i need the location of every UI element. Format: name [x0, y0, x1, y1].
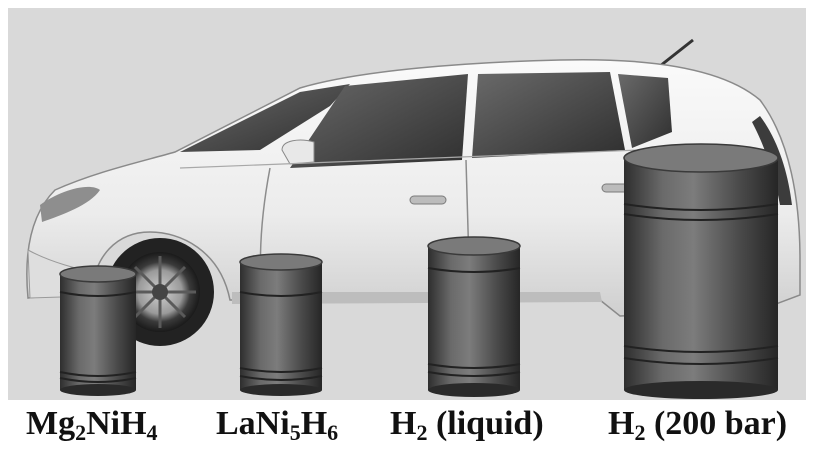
- car-front-hub: [152, 284, 168, 300]
- label-part-2: H: [300, 405, 328, 442]
- car-rear-window: [472, 72, 625, 158]
- label-part-0: H: [390, 405, 417, 442]
- label-part-2: (200 bar): [645, 405, 788, 442]
- tank-h2-200bar: [623, 143, 779, 399]
- label-part-0: H: [608, 405, 635, 442]
- car-beltline: [179, 149, 641, 169]
- car-windshield: [180, 84, 350, 152]
- label-part-2: (liquid): [427, 405, 544, 442]
- label-subscript-3: 6: [327, 420, 339, 445]
- tank-mg2nih4: [59, 265, 137, 396]
- tank-lani5h6: [239, 253, 323, 396]
- label-h2-200bar: H2 (200 bar): [608, 400, 787, 448]
- label-subscript-1: 2: [416, 420, 428, 445]
- label-part-3: H: [120, 405, 147, 442]
- label-subscript-1: 2: [75, 420, 87, 445]
- label-mg2nih4: Mg2NiH4: [26, 400, 158, 448]
- label-part-0: Mg: [26, 405, 76, 442]
- car-quarter-window: [618, 74, 672, 148]
- label-lani5h6: LaNi5H6: [216, 400, 338, 448]
- label-subscript-1: 5: [289, 420, 301, 445]
- tank-h2-liquid: [427, 236, 521, 397]
- label-subscript-1: 2: [634, 420, 646, 445]
- car-antenna: [659, 38, 694, 68]
- label-part-2: Ni: [86, 405, 121, 442]
- car-mirror: [281, 139, 315, 165]
- label-part-0: LaNi: [216, 405, 290, 442]
- label-h2-liquid: H2 (liquid): [390, 400, 544, 448]
- label-subscript-4: 4: [146, 420, 158, 445]
- car-headlight: [40, 186, 100, 222]
- car-door-handle-front: [409, 195, 447, 205]
- car-front-window: [290, 74, 468, 168]
